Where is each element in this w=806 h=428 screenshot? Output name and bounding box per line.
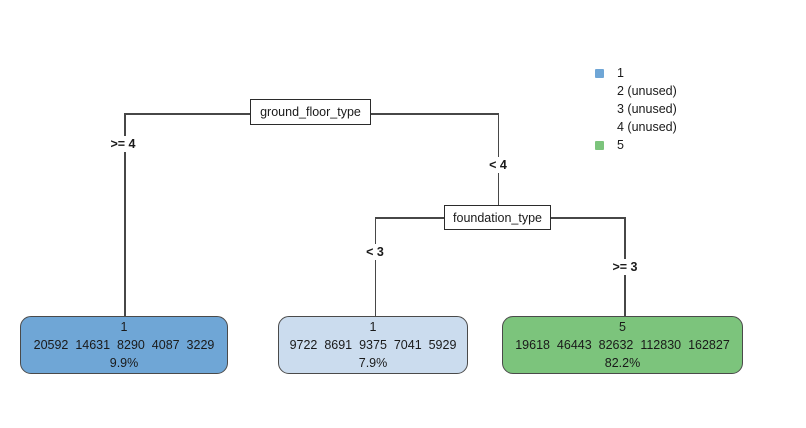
leaf-node-class5-right: 5 19618 46443 82632 112830 162827 82.2% (502, 316, 743, 374)
legend-swatch-class5 (595, 140, 604, 150)
leaf-percent: 7.9% (358, 356, 388, 370)
branch-line-foundation-left-vertical (374, 217, 376, 316)
split-node-label: foundation_type (453, 210, 542, 225)
branch-condition-foundation-left: < 3 (363, 244, 387, 260)
legend-swatch-class1 (595, 68, 604, 78)
legend-item-class5: 5 (595, 136, 677, 154)
branch-line-root-right-horizontal (370, 113, 499, 115)
legend-item-class1: 1 (595, 64, 677, 82)
leaf-class: 1 (369, 320, 377, 334)
branch-line-foundation-right-horizontal (550, 217, 625, 219)
legend-item-class4: 4 (unused) (595, 118, 677, 136)
branch-condition-root-right: < 4 (486, 157, 510, 173)
leaf-percent: 82.2% (604, 356, 641, 370)
legend-label: 3 (unused) (617, 102, 677, 116)
leaf-counts: 20592 14631 8290 4087 3229 (33, 338, 215, 352)
branch-condition-root-left: >= 4 (107, 136, 139, 152)
leaf-node-class1-left: 1 20592 14631 8290 4087 3229 9.9% (20, 316, 228, 374)
leaf-percent: 9.9% (109, 356, 139, 370)
legend-label: 4 (unused) (617, 120, 677, 134)
leaf-class: 1 (120, 320, 128, 334)
branch-condition-foundation-right: >= 3 (609, 259, 641, 275)
split-node-foundation-type: foundation_type (444, 205, 551, 230)
legend-item-class3: 3 (unused) (595, 100, 677, 118)
branch-line-left-vertical (124, 113, 126, 316)
leaf-node-class1-middle: 1 9722 8691 9375 7041 5929 7.9% (278, 316, 468, 374)
legend-label: 5 (617, 138, 624, 152)
class-legend: 1 2 (unused) 3 (unused) 4 (unused) 5 (595, 64, 677, 154)
leaf-class: 5 (619, 320, 626, 334)
split-node-ground-floor-type: ground_floor_type (250, 99, 371, 125)
legend-label: 1 (617, 66, 624, 80)
split-node-label: ground_floor_type (260, 105, 361, 119)
legend-item-class2: 2 (unused) (595, 82, 677, 100)
branch-line-foundation-left-horizontal (375, 217, 445, 219)
leaf-counts: 19618 46443 82632 112830 162827 (515, 338, 730, 352)
leaf-counts: 9722 8691 9375 7041 5929 (289, 338, 457, 352)
branch-line-root-left-horizontal (125, 113, 251, 115)
legend-label: 2 (unused) (617, 84, 677, 98)
